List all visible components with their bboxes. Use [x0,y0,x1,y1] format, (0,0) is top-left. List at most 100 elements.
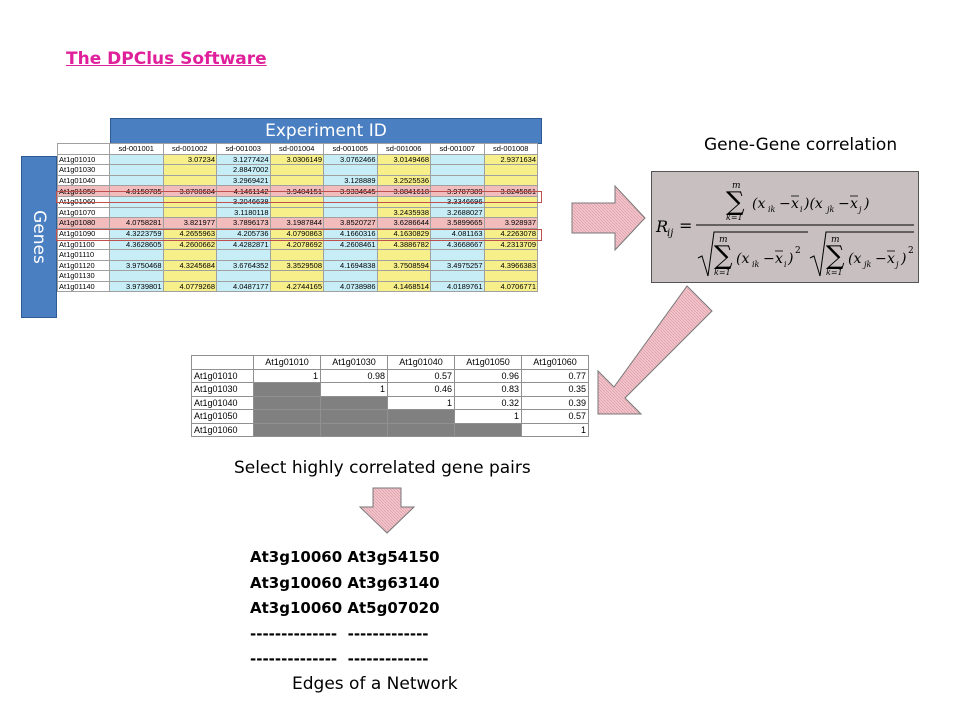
matrix-column-header: At1g01060 [521,355,589,370]
matrix-column-header: At1g01050 [454,355,522,370]
matrix-row-header: At1g01040 [191,395,254,410]
svg-text:ik: ik [768,205,776,214]
svg-text:i: i [800,205,803,214]
correlation-value-cell: 1 [320,382,388,397]
correlation-value-cell [387,409,455,424]
matrix-column-header: At1g01010 [253,355,321,370]
gene-pair: -------------- ------------- [250,650,429,668]
slide-title: The DPClus Software [66,49,267,69]
svg-text:∑: ∑ [726,187,745,217]
svg-text:k=1: k=1 [714,268,731,277]
gene-pair-list: At3g10060 At3g54150 At3g10060 At3g63140 … [250,545,440,673]
svg-text:2: 2 [795,246,801,256]
svg-text:x: x [775,251,783,267]
correlation-value-cell: 1 [253,368,321,383]
highlight-box-row-2 [56,229,542,241]
svg-text:(x: (x [736,251,749,267]
correlation-value-cell: 1 [387,395,455,410]
expression-value-cell [483,270,538,282]
expression-value-cell: 4.3966383 [483,259,538,272]
matrix-column-header: At1g01040 [387,355,455,370]
svg-text:k=1: k=1 [726,213,743,222]
svg-text:x: x [850,196,858,212]
matrix-row: At1g01060 1 [191,422,589,437]
svg-text:k=1: k=1 [826,268,843,277]
svg-text:(x: (x [848,251,861,267]
correlation-value-cell [387,422,455,437]
correlation-value-cell [320,395,388,410]
svg-text:ij: ij [667,228,673,239]
svg-text:−: − [875,251,887,267]
correlation-value-cell [253,382,321,397]
svg-text:=: = [679,216,692,235]
correlation-value-cell [253,395,321,410]
svg-text:2: 2 [908,246,914,256]
svg-text:−: − [763,251,775,267]
gene-id-cell: At1g01140 [57,280,110,293]
correlation-value-cell: 0.83 [454,382,522,397]
svg-text:i: i [784,260,787,269]
correlation-value-cell: 0.57 [387,368,455,383]
correlation-value-cell: 0.39 [521,395,589,410]
svg-text:m: m [732,181,741,191]
correlation-value-cell [253,409,321,424]
correlation-value-cell: 0.46 [387,382,455,397]
matrix-row-header: At1g01060 [191,422,254,437]
correlation-value-cell [320,409,388,424]
correlation-value-cell: 0.77 [521,368,589,383]
svg-text:): ) [900,251,906,267]
svg-text:(x: (x [752,196,765,212]
correlation-caption: Select highly correlated gene pairs [234,458,531,478]
expression-row: At1g01110 [57,248,538,261]
correlation-value-cell: 0.32 [454,395,522,410]
correlation-value-cell: 0.96 [454,368,522,383]
down-arrow [358,487,416,534]
svg-text:j: j [894,260,899,269]
edges-caption: Edges of a Network [292,674,458,694]
correlation-value-cell: 1 [521,422,589,437]
svg-text:m: m [719,235,728,245]
gene-pair: At3g10060 At3g54150 [250,548,440,566]
gene-id-cell: At1g01130 [57,270,110,282]
svg-text:−: − [838,196,850,212]
svg-text:ik: ik [752,260,760,269]
svg-text:j: j [857,205,862,214]
svg-text:R: R [655,217,668,236]
svg-text:): ) [863,196,869,212]
correlation-value-cell: 1 [454,409,522,424]
svg-text:jk: jk [825,205,834,214]
expression-row: At1g01130 [57,270,538,282]
matrix-column-header: At1g01030 [320,355,388,370]
correlation-value-cell [320,422,388,437]
correlation-formula: R ij = m ∑ k=1 (x ik − x i )(x jk − x j … [651,171,919,283]
svg-text:∑: ∑ [826,241,845,271]
correlation-value-cell: 0.57 [521,409,589,424]
svg-text:): ) [787,251,793,267]
matrix-row-header: At1g01030 [191,382,254,397]
svg-text:)(x: )(x [803,196,823,212]
gene-pair: -------------- ------------- [250,624,429,643]
correlation-value-cell [253,422,321,437]
gene-pair: At3g10060 At5g07020 [250,599,440,617]
corner-cell [191,355,254,370]
right-arrow [571,184,646,252]
svg-text:m: m [831,235,840,245]
expression-value-cell [483,248,538,261]
formula-image: R ij = m ∑ k=1 (x ik − x i )(x jk − x j … [655,181,914,277]
svg-text:x: x [791,196,799,212]
